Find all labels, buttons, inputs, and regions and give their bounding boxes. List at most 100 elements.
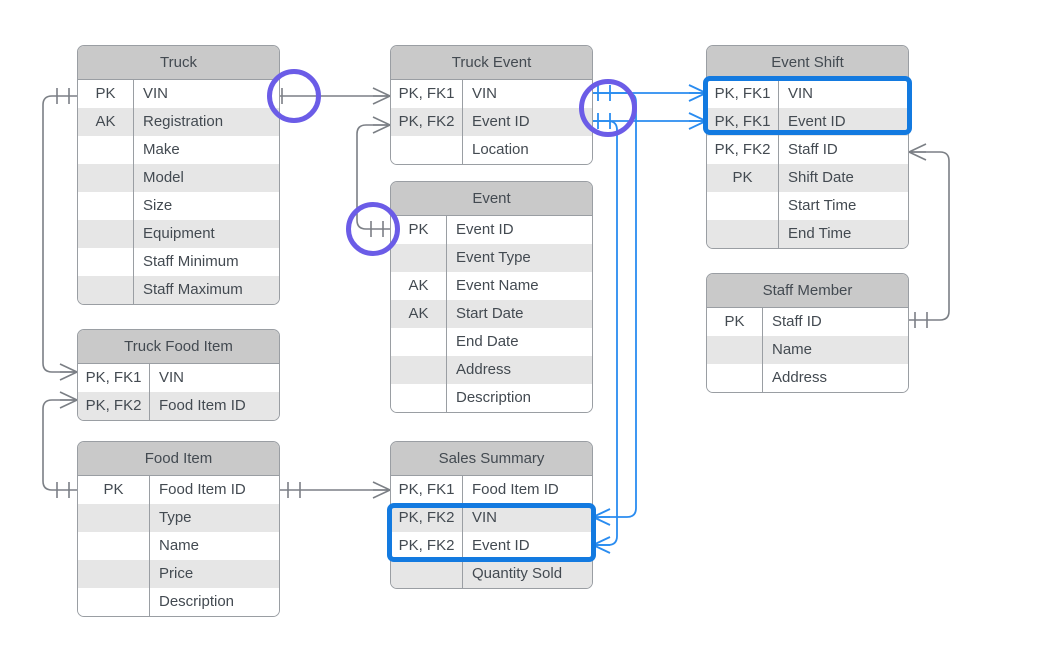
attribute-name: VIN (472, 509, 498, 526)
attribute-name: End Time (788, 225, 852, 242)
attribute-row[interactable]: Price (78, 560, 279, 588)
attribute-key: PK, FK1 (707, 80, 779, 108)
attribute-row[interactable]: Location (391, 136, 592, 164)
attribute-name: Event ID (472, 537, 530, 554)
attribute-name: Event ID (472, 113, 530, 130)
attribute-name: Event ID (788, 113, 846, 130)
attribute-row[interactable]: PK, FK1 Event ID (707, 108, 908, 136)
entity-title-event: Event (391, 182, 592, 216)
attribute-name: Event ID (456, 221, 514, 238)
attribute-key (707, 220, 779, 248)
entity-title-sales-summary: Sales Summary (391, 442, 592, 476)
attribute-key: PK, FK2 (391, 504, 463, 532)
attribute-name: VIN (472, 85, 498, 102)
attribute-row[interactable]: End Date (391, 328, 592, 356)
attribute-row[interactable]: Staff Minimum (78, 248, 279, 276)
attribute-key: PK, FK2 (707, 136, 779, 164)
attribute-row[interactable]: PK, FK2 Event ID (391, 532, 592, 560)
attribute-name: Location (472, 141, 529, 158)
entity-title-food-item: Food Item (78, 442, 279, 476)
attribute-key: PK, FK2 (391, 532, 463, 560)
attribute-key (78, 248, 134, 276)
attribute-name: Event Name (456, 277, 539, 294)
attribute-key (78, 164, 134, 192)
attribute-row[interactable]: Start Time (707, 192, 908, 220)
attribute-row[interactable]: Staff Maximum (78, 276, 279, 304)
attribute-name: Description (159, 593, 235, 610)
attribute-row[interactable]: Name (78, 532, 279, 560)
attribute-key (78, 276, 134, 304)
attribute-key (707, 336, 763, 364)
attribute-name: Food Item ID (472, 481, 559, 498)
attribute-row[interactable]: Type (78, 504, 279, 532)
attribute-row[interactable]: AK Event Name (391, 272, 592, 300)
attribute-row[interactable]: Quantity Sold (391, 560, 592, 588)
attribute-name: Staff Maximum (143, 281, 243, 298)
relationship-truckevent-salessummary-vin (592, 92, 637, 527)
attribute-name: Model (143, 169, 184, 186)
attribute-key: AK (391, 300, 447, 328)
entity-title-truck-event: Truck Event (391, 46, 592, 80)
attribute-name: Name (772, 341, 813, 358)
attribute-name: Food Item ID (159, 397, 246, 414)
attribute-row[interactable]: PK, FK2 VIN (391, 504, 592, 532)
attribute-name: Shift Date (788, 169, 854, 186)
attribute-row[interactable]: Description (391, 384, 592, 412)
attribute-key (707, 364, 763, 392)
attribute-name: Type (159, 509, 192, 526)
attribute-name: End Date (456, 333, 519, 350)
attribute-key (78, 220, 134, 248)
relationship-truck-truckevent-vin (269, 87, 391, 105)
attribute-row[interactable]: Model (78, 164, 279, 192)
attribute-key (78, 192, 134, 220)
attribute-key (391, 328, 447, 356)
attribute-key (78, 532, 150, 560)
attribute-row[interactable]: PK Food Item ID (78, 476, 279, 504)
attribute-name: Price (159, 565, 194, 582)
attribute-name: Food Item ID (159, 481, 246, 498)
attribute-row[interactable]: Size (78, 192, 279, 220)
attribute-name: Address (456, 361, 512, 378)
attribute-key (707, 192, 779, 220)
entity-title-event-shift: Event Shift (707, 46, 908, 80)
attribute-key: PK (78, 476, 150, 504)
attribute-row[interactable]: Make (78, 136, 279, 164)
attribute-key: PK, FK1 (707, 108, 779, 136)
entity-title-truck-food-item: Truck Food Item (78, 330, 279, 364)
attribute-row[interactable]: Name (707, 336, 908, 364)
attribute-row[interactable]: End Time (707, 220, 908, 248)
attribute-key (78, 560, 150, 588)
attribute-name: Size (143, 197, 173, 214)
attribute-key: AK (391, 272, 447, 300)
attribute-row[interactable]: Address (707, 364, 908, 392)
attribute-key (391, 244, 447, 272)
entity-title-staff-member: Staff Member (707, 274, 908, 308)
attribute-name: Make (143, 141, 180, 158)
attribute-row[interactable]: Address (391, 356, 592, 384)
attribute-row[interactable]: Event Type (391, 244, 592, 272)
attribute-row[interactable]: Description (78, 588, 279, 616)
relationship-truckevent-salessummary-eventid (592, 120, 618, 554)
attribute-row[interactable]: Equipment (78, 220, 279, 248)
